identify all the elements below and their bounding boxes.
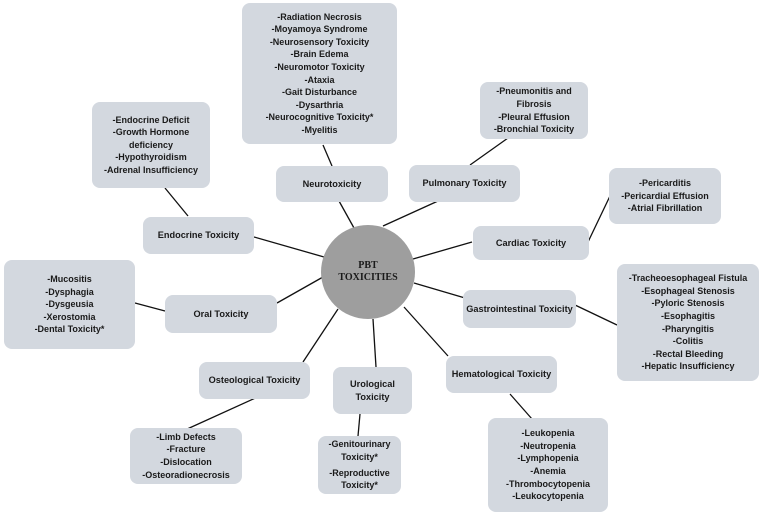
detail-item: -Leukopenia <box>521 428 575 439</box>
detail-item: -Osteoradionecrosis <box>142 469 230 480</box>
category-osteological: Osteological Toxicity <box>199 362 310 399</box>
detail-item: -Pericarditis <box>638 178 692 189</box>
detail-item: -Neurosensory Toxicity <box>269 36 370 47</box>
details-urological: -Genitourinary Toxicity* -Reproductive T… <box>318 436 401 494</box>
detail-item: -Dysarthria <box>295 99 344 110</box>
details-gastrointestinal: -Tracheoesophageal Fistula -Esophageal S… <box>617 264 759 381</box>
detail-item: -Colitis <box>672 336 704 347</box>
detail-item: -Fracture <box>166 444 206 455</box>
detail-item: -Radiation Necrosis <box>277 11 362 22</box>
detail-item: -Pyloric Stenosis <box>651 298 725 309</box>
details-pulmonary: -Pneumonitis and Fibrosis -Pleural Effus… <box>480 82 588 139</box>
detail-item: -Genitourinary <box>328 439 391 450</box>
link-neurotoxicity-details <box>322 144 333 167</box>
details-osteological: -Limb Defects -Fracture -Dislocation -Os… <box>130 428 242 484</box>
center-hub: PBT TOXICITIES <box>321 225 415 319</box>
detail-item: -Endocrine Deficit <box>112 114 190 125</box>
detail-item: -Tracheoesophageal Fistula <box>628 273 748 284</box>
detail-item: -Dysgeusia <box>45 299 94 310</box>
category-neurotoxicity: Neurotoxicity <box>276 166 388 202</box>
detail-item: -Lymphopenia <box>517 453 579 464</box>
detail-item: Fibrosis <box>516 98 552 109</box>
detail-item: -Rectal Bleeding <box>652 348 724 359</box>
detail-item: -Atrial Fibrillation <box>627 203 703 214</box>
detail-item: -Myelitis <box>301 124 338 135</box>
detail-item: -Bronchial Toxicity <box>493 124 575 135</box>
link-hub-pulmonary <box>382 200 439 227</box>
link-hub-cardiac <box>412 241 473 260</box>
link-hub-oral <box>276 276 324 304</box>
detail-item: -Pleural Effusion <box>498 111 570 122</box>
detail-item: -Leukocytopenia <box>512 491 584 502</box>
detail-item: deficiency <box>128 139 174 150</box>
details-hematological: -Leukopenia -Neutropenia -Lymphopenia -A… <box>488 418 608 512</box>
detail-item: -Pericardial Effusion <box>621 190 709 201</box>
link-hub-hematological <box>403 306 449 357</box>
category-cardiac: Cardiac Toxicity <box>473 226 589 260</box>
detail-item: -Reproductive <box>329 467 390 478</box>
detail-item: -Hepatic Insufficiency <box>641 361 735 372</box>
detail-item: -Anemia <box>530 466 566 476</box>
category-endocrine: Endocrine Toxicity <box>143 217 254 254</box>
detail-item: -Dental Toxicity* <box>34 324 105 335</box>
detail-item: -Esophageal Stenosis <box>641 285 735 296</box>
detail-item: -Dysphagia <box>45 286 94 297</box>
details-cardiac: -Pericarditis -Pericardial Effusion -Atr… <box>609 168 721 224</box>
link-hub-neurotoxicity <box>338 200 355 229</box>
category-pulmonary: Pulmonary Toxicity <box>409 165 520 202</box>
detail-item: -Brain Edema <box>290 49 349 60</box>
link-oral-details <box>134 302 166 312</box>
detail-item: -Dislocation <box>160 457 212 467</box>
detail-item: -Neutropenia <box>520 440 576 451</box>
link-gastrointestinal-details <box>574 304 618 326</box>
detail-item: -Growth Hormone <box>112 127 190 138</box>
detail-item: -Adrenal Insufficiency <box>103 164 199 175</box>
category-hematological: Hematological Toxicity <box>446 356 557 393</box>
link-hub-urological <box>372 318 377 368</box>
link-hub-gastrointestinal <box>413 282 466 299</box>
link-hub-osteological <box>302 308 339 363</box>
details-oral: -Mucositis -Dysphagia -Dysgeusia -Xerost… <box>4 260 135 349</box>
detail-item: -Pharyngitis <box>661 323 714 334</box>
detail-item: -Moyamoya Syndrome <box>271 24 368 35</box>
details-neurotoxicity: -Radiation Necrosis -Moyamoya Syndrome -… <box>242 3 397 144</box>
detail-item: -Ataxia <box>304 74 335 85</box>
detail-item: -Gait Disturbance <box>281 87 357 98</box>
link-pulmonary-details <box>469 137 509 166</box>
detail-item: -Xerostomia <box>43 311 96 322</box>
link-cardiac-details <box>587 195 611 243</box>
category-oral: Oral Toxicity <box>165 295 277 333</box>
category-gastrointestinal: Gastrointestinal Toxicity <box>463 290 576 328</box>
detail-item: -Thrombocytopenia <box>505 478 590 489</box>
details-endocrine: -Endocrine Deficit -Growth Hormone defic… <box>92 102 210 188</box>
detail-item: Toxicity* <box>341 480 378 491</box>
detail-item: -Mucositis <box>47 274 92 285</box>
detail-item: Toxicity* <box>341 451 378 462</box>
category-urological: Urological Toxicity <box>333 367 412 414</box>
detail-item: -Esophagitis <box>660 310 715 321</box>
link-osteological-details <box>184 394 263 431</box>
detail-item: -Limb Defects <box>156 431 216 442</box>
center-title-line2: TOXICITIES <box>338 272 398 283</box>
center-title-line1: PBT <box>358 260 378 271</box>
detail-item: -Neurocognitive Toxicity* <box>265 112 374 123</box>
detail-item: -Neuromotor Toxicity <box>274 61 365 72</box>
detail-item: -Hypothyroidism <box>115 152 187 163</box>
link-urological-details <box>357 413 361 437</box>
link-endocrine-details <box>164 187 189 217</box>
link-hub-endocrine <box>253 236 325 258</box>
link-hematological-details <box>509 393 533 420</box>
detail-item: -Pneumonitis and <box>496 86 572 97</box>
